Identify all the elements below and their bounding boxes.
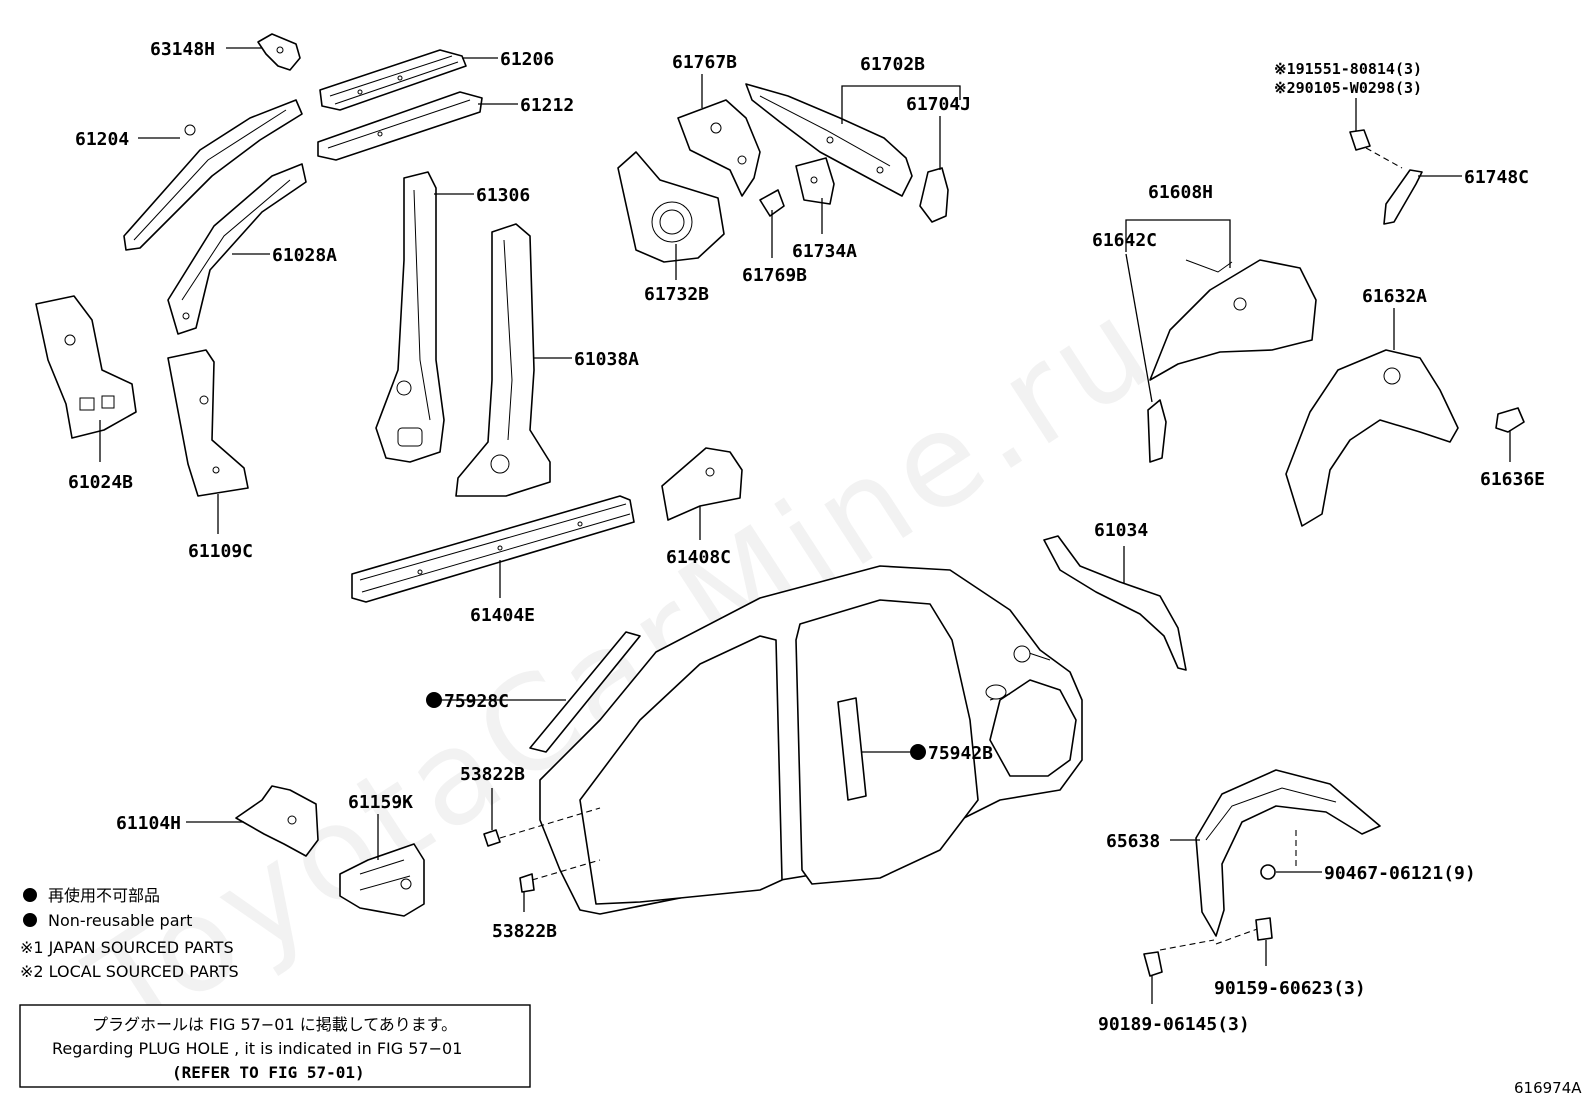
legend-local-sourced: ※2 LOCAL SOURCED PARTS <box>20 962 239 981</box>
label-90189-06145: 90189-06145(3) <box>1098 1014 1250 1035</box>
label-61702B: 61702B <box>860 54 925 75</box>
label-61206: 61206 <box>500 49 554 70</box>
part-61038A-drawing <box>455 223 551 497</box>
label-65638: 65638 <box>1106 831 1160 852</box>
legend-japan-sourced: ※1 JAPAN SOURCED PARTS <box>20 938 234 957</box>
part-61734A-drawing <box>795 157 835 205</box>
part-61636E-drawing <box>1495 407 1525 433</box>
label-61034: 61034 <box>1094 520 1148 541</box>
label-61704J: 61704J <box>906 94 971 115</box>
part-61608H-drawing <box>1149 259 1317 381</box>
label-61028A: 61028A <box>272 245 337 266</box>
label-61636E: 61636E <box>1480 469 1545 490</box>
label-61748C: 61748C <box>1464 167 1529 188</box>
part-61748C-drawing <box>1383 169 1423 225</box>
label-61642C: 61642C <box>1092 230 1157 251</box>
part-61306-drawing <box>375 171 445 463</box>
label-53822B-bottom: 53822B <box>492 921 557 942</box>
part-61206-drawing <box>319 49 467 111</box>
part-75942B-drawing <box>837 697 867 801</box>
label-61024B: 61024B <box>68 472 133 493</box>
label-61404E: 61404E <box>470 605 535 626</box>
label-61734A: 61734A <box>792 241 857 262</box>
note-jp: プラグホールは FIG 57−01 に掲載してあります。 <box>92 1015 457 1034</box>
label-61159K: 61159K <box>348 792 413 813</box>
part-61404E-drawing <box>351 495 635 603</box>
part-61408C-drawing <box>661 447 743 521</box>
label-61732B: 61732B <box>644 284 709 305</box>
figure-id: 616974A <box>1514 1079 1582 1097</box>
part-61702B-drawing <box>745 83 913 197</box>
label-90159-60623: 90159-60623(3) <box>1214 978 1366 999</box>
clip-90189-drawing <box>1143 951 1163 977</box>
part-61034-drawing <box>1043 535 1187 671</box>
label-61767B: 61767B <box>672 52 737 73</box>
part-53822B-top-drawing <box>483 829 501 847</box>
label-61608H: 61608H <box>1148 182 1213 203</box>
legend-jp-nonreusable: 再使用不可部品 <box>48 886 160 905</box>
clip-90467-drawing <box>1260 864 1276 880</box>
part-63148H-drawing <box>257 33 301 71</box>
note-box <box>19 1004 531 1088</box>
part-61769B-drawing <box>759 189 785 217</box>
label-61769B: 61769B <box>742 265 807 286</box>
part-61204-drawing <box>123 99 303 251</box>
body-side-outer-panel-drawing <box>539 565 1083 915</box>
fastener-clip-drawing <box>1349 129 1371 151</box>
label-61632A: 61632A <box>1362 286 1427 307</box>
label-61212: 61212 <box>520 95 574 116</box>
part-61109C-drawing <box>167 349 249 497</box>
part-61767B-drawing <box>677 99 761 197</box>
part-61732B-drawing <box>617 151 725 263</box>
part-65638-drawing <box>1195 769 1381 937</box>
label-61104H: 61104H <box>116 813 181 834</box>
label-75942B: 75942B <box>928 743 993 764</box>
part-61104H-drawing <box>235 785 319 857</box>
part-61212-drawing <box>317 91 483 161</box>
part-61028A-drawing <box>167 163 307 335</box>
clip-90159-drawing <box>1255 917 1273 941</box>
label-61408C: 61408C <box>666 547 731 568</box>
label-61204: 61204 <box>75 129 129 150</box>
part-53822B-bottom-drawing <box>519 873 535 893</box>
label-53822B-top: 53822B <box>460 764 525 785</box>
note-ref: (REFER TO FIG 57-01) <box>172 1063 365 1082</box>
label-90467-06121: 90467-06121(9) <box>1324 863 1476 884</box>
label-63148H: 63148H <box>150 39 215 60</box>
fastener-note-line2: ※290105-W0298(3) <box>1274 79 1422 97</box>
part-61159K-drawing <box>339 843 425 917</box>
part-75928C-drawing <box>529 631 641 753</box>
part-61632A-drawing <box>1285 349 1459 527</box>
legend-en-nonreusable: Non-reusable part <box>48 911 192 930</box>
part-61642C-drawing <box>1147 399 1167 463</box>
label-61109C: 61109C <box>188 541 253 562</box>
label-61038A: 61038A <box>574 349 639 370</box>
label-61306: 61306 <box>476 185 530 206</box>
part-61704J-drawing <box>919 167 949 223</box>
part-61024B-drawing <box>35 295 137 439</box>
label-75928C: 75928C <box>444 691 509 712</box>
fastener-note-line1: ※191551-80814(3) <box>1274 60 1422 78</box>
note-en: Regarding PLUG HOLE , it is indicated in… <box>52 1039 462 1058</box>
